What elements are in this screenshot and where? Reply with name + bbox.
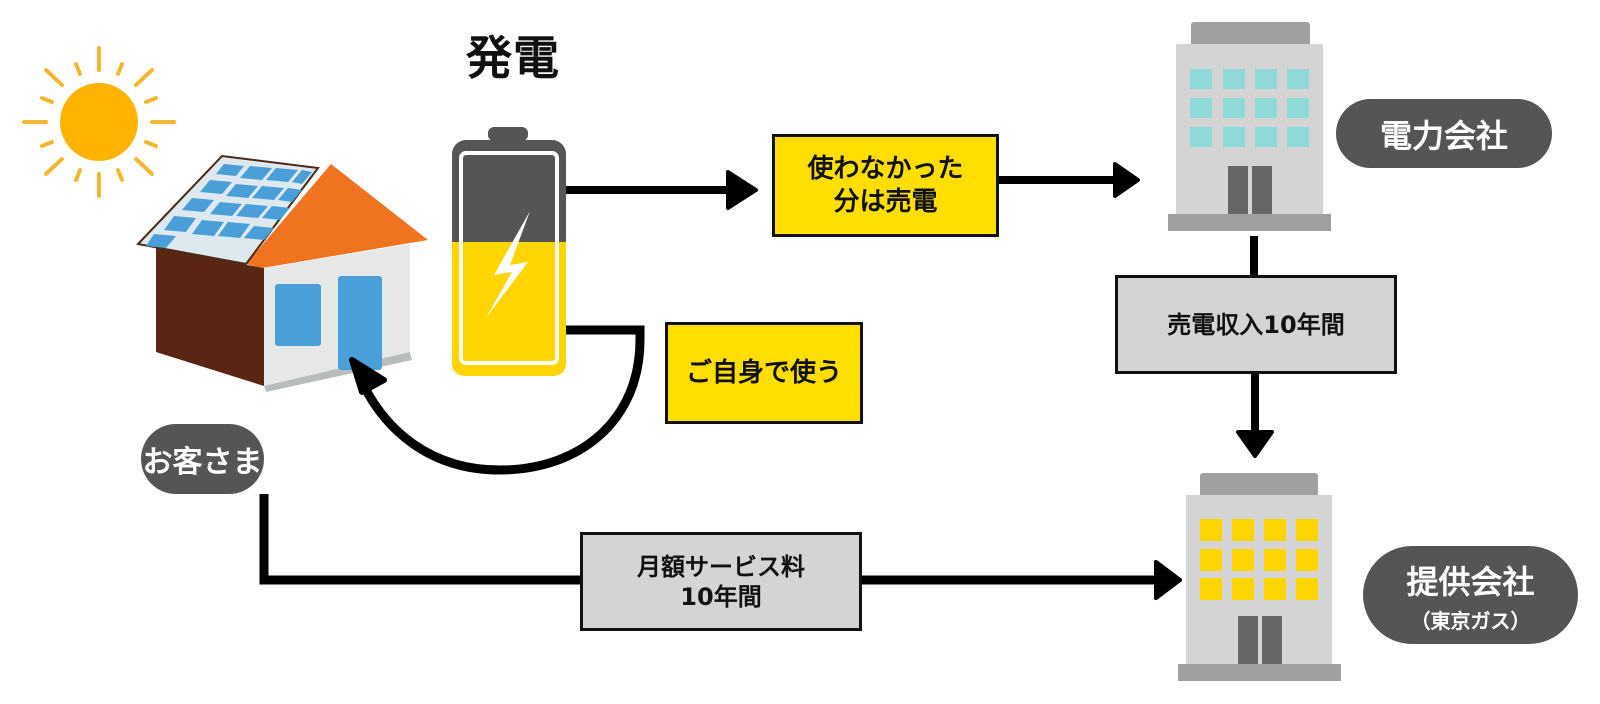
provider-text: 提供会社 [1406,562,1535,601]
customer-label: お客さま [141,424,264,494]
unused-sell-box: 使わなかった 分は売電 [772,134,999,237]
arrow-self-use-to-house [349,325,645,475]
power-company-text: 電力会社 [1379,116,1508,155]
monthly-fee-line1: 月額サービス料 [637,552,805,581]
solar-house-icon [136,154,428,392]
monthly-fee-box: 月額サービス料 10年間 [580,532,862,631]
sun-icon [22,46,176,198]
arrow-income-to-provider [1236,372,1274,458]
sales-income-label: 売電収入10年間 [1167,310,1345,339]
power-company-label: 電力会社 [1336,99,1552,168]
arrow-customer-to-provider [259,494,1182,600]
generation-title: 発電 [466,31,560,85]
battery-icon [452,127,566,376]
power-company-building-icon [1168,22,1331,231]
monthly-fee-line2: 10年間 [680,582,762,611]
provider-label: 提供会社 （東京ガス） [1363,546,1578,644]
unused-sell-line2: 分は売電 [833,186,938,217]
sales-income-box: 売電収入10年間 [1115,275,1397,374]
customer-text: お客さま [142,445,263,480]
self-use-label: ご自身で使う [685,357,842,388]
arrow-battery-to-sell [566,170,758,210]
arrow-sell-to-power-company [996,162,1140,198]
self-use-box: ご自身で使う [665,322,863,424]
unused-sell-line1: 使わなかった [807,154,964,184]
provider-building-icon [1178,473,1341,681]
provider-subtext: （東京ガス） [1410,608,1531,633]
